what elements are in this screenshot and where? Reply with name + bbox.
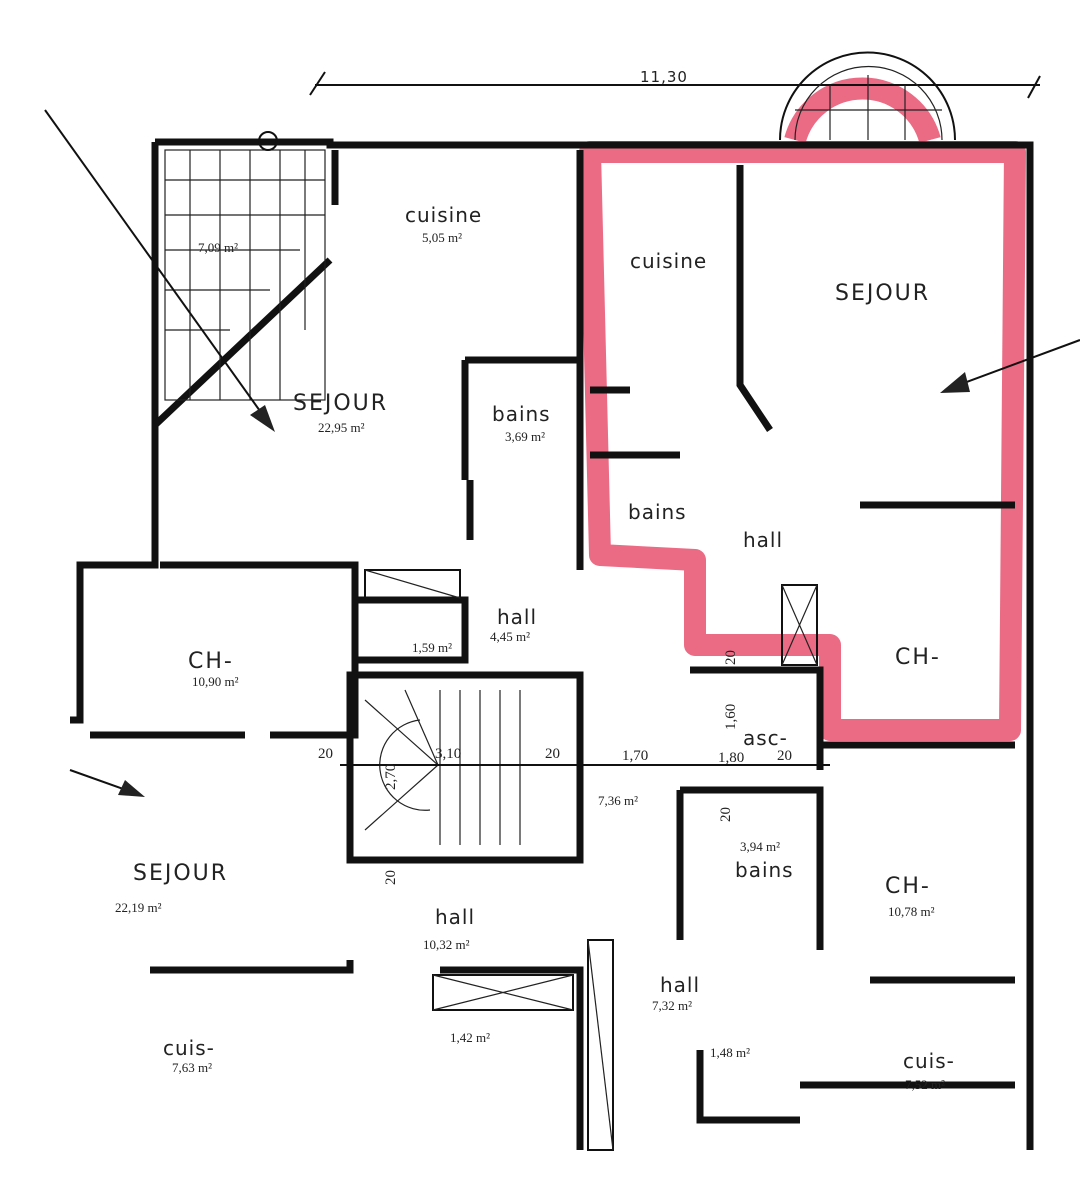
dimension-label: 20 bbox=[718, 807, 734, 822]
dimension-label: 1,70 bbox=[622, 748, 648, 764]
kitchen-d-label: cuis- bbox=[903, 1049, 955, 1073]
bath-b-label: bains bbox=[628, 500, 687, 524]
dimension-label: 20 bbox=[545, 746, 560, 762]
dimension-label: 3,10 bbox=[435, 746, 461, 762]
dimension-label: 1,80 bbox=[718, 750, 744, 766]
living-a-area: 22,95 m² bbox=[318, 420, 365, 435]
dimension-label: 20 bbox=[777, 748, 792, 764]
kitchen-c-label: cuis- bbox=[163, 1036, 215, 1060]
kitchen-a-label: cuisine bbox=[405, 203, 482, 227]
annotation-arrows bbox=[44, 109, 1080, 797]
hall-c-label: hall bbox=[435, 905, 475, 929]
kitchen-c-area: 7,63 m² bbox=[172, 1060, 212, 1075]
living-b-label: SEJOUR bbox=[835, 281, 930, 306]
dimension-label: 20 bbox=[723, 650, 739, 665]
hall-a-label: hall bbox=[497, 605, 537, 629]
bedroom-c-label: CH- bbox=[188, 649, 234, 674]
highlighted-apartment-outline bbox=[579, 141, 1026, 741]
dimension-label: 20 bbox=[318, 746, 333, 762]
top-dimension-line bbox=[309, 71, 1041, 99]
highlighted-bay bbox=[784, 77, 941, 144]
dimension-label: 2,70 bbox=[383, 764, 399, 790]
wc-d-area: 1,48 m² bbox=[710, 1045, 750, 1060]
bedroom-d-area: 10,78 m² bbox=[888, 904, 935, 919]
kitchen-a-area: 5,05 m² bbox=[422, 230, 462, 245]
hall-b-label: hall bbox=[743, 528, 783, 552]
bedroom-c-area: 10,90 m² bbox=[192, 674, 239, 689]
bedroom-b-label: CH- bbox=[895, 645, 941, 670]
kitchen-b-label: cuisine bbox=[630, 249, 707, 273]
walls bbox=[70, 138, 1034, 1150]
living-c-label: SEJOUR bbox=[133, 861, 228, 886]
lift-label: asc- bbox=[743, 726, 788, 750]
hall-d-area: 7,32 m² bbox=[652, 998, 692, 1013]
landing-area: 7,36 m² bbox=[598, 793, 638, 808]
wc-a-area: 1,59 m² bbox=[412, 640, 452, 655]
bath-d-label: bains bbox=[735, 858, 794, 882]
living-a-label: SEJOUR bbox=[293, 391, 388, 416]
bath-d-area: 3,94 m² bbox=[740, 839, 780, 854]
overall-width-dimension: 11,30 bbox=[640, 68, 688, 86]
hall-c-area: 10,32 m² bbox=[423, 937, 470, 952]
terrace-grid bbox=[164, 131, 326, 401]
living-c-area: 22,19 m² bbox=[115, 900, 162, 915]
terrace-area: 7,09 m² bbox=[198, 240, 238, 255]
bay-window bbox=[779, 51, 956, 141]
hall-d-label: hall bbox=[660, 973, 700, 997]
staircase bbox=[364, 689, 521, 845]
hall-a-area: 4,45 m² bbox=[490, 629, 530, 644]
bedroom-d-label: CH- bbox=[885, 874, 931, 899]
shafts bbox=[364, 569, 818, 1151]
bath-a-label: bains bbox=[492, 402, 551, 426]
kitchen-d-area: 7,52 m² bbox=[905, 1077, 945, 1092]
bath-a-area: 3,69 m² bbox=[505, 429, 545, 444]
dimension-label: 1,60 bbox=[723, 704, 739, 730]
wc-c-area: 1,42 m² bbox=[450, 1030, 490, 1045]
dimension-label: 20 bbox=[383, 870, 399, 885]
